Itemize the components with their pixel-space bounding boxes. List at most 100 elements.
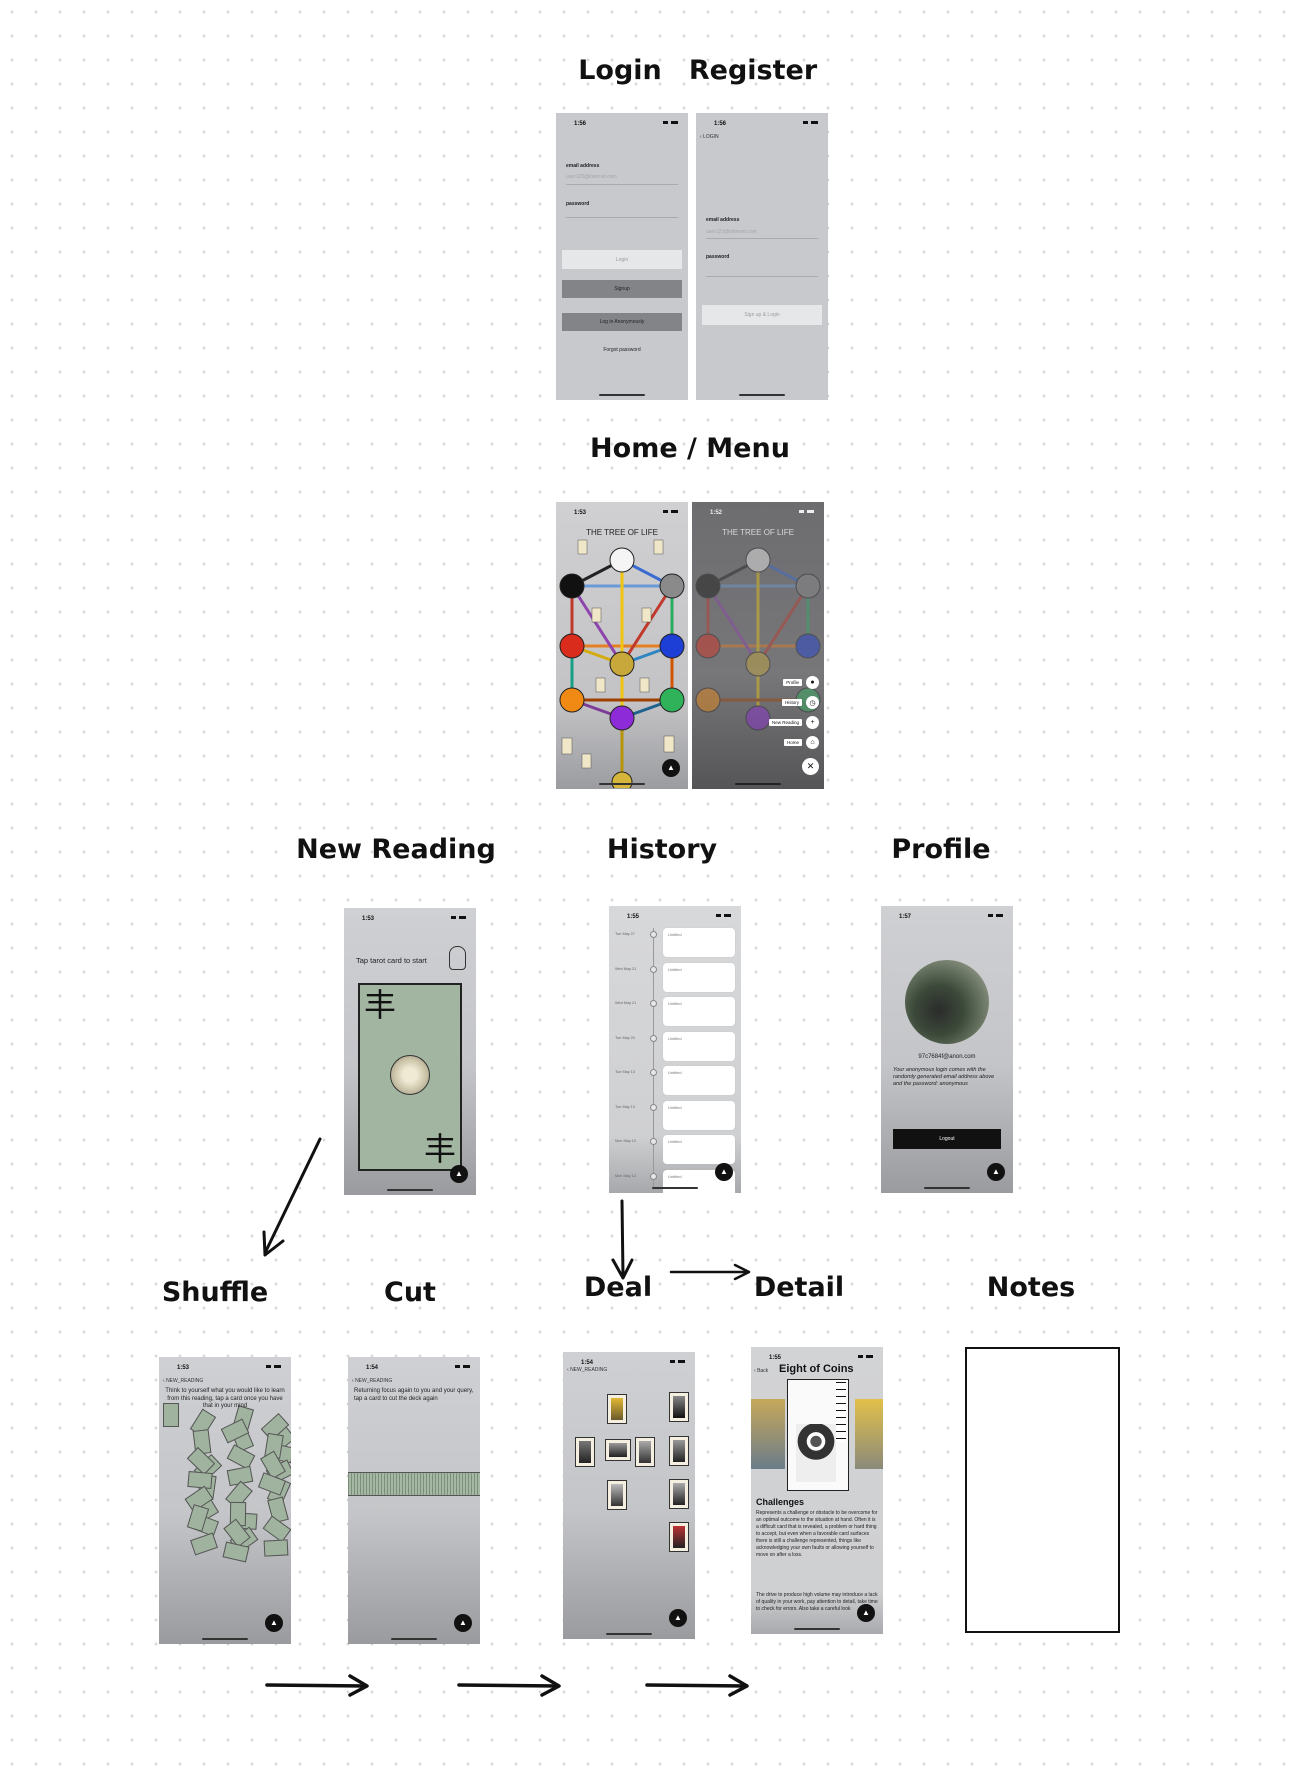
card-side-right	[855, 1399, 883, 1469]
status-time: 1:55	[627, 914, 640, 920]
scattered-card[interactable]	[187, 1470, 213, 1490]
menu-item-new-reading[interactable]: New Reading +	[768, 716, 819, 729]
timeline-dot	[650, 931, 657, 938]
history-card[interactable]: Untitled	[663, 928, 735, 957]
history-card[interactable]: Untitled	[663, 1135, 735, 1164]
history-card[interactable]: Untitled	[663, 1066, 735, 1095]
back-button[interactable]: ‹ NEW_READING	[352, 1378, 393, 1384]
dealt-card[interactable]	[605, 1439, 631, 1461]
dealt-card[interactable]	[669, 1436, 689, 1466]
menu-fab[interactable]: ▲	[454, 1614, 472, 1632]
scattered-card[interactable]	[190, 1532, 218, 1556]
history-title: Untitled	[668, 966, 682, 972]
signup-login-button[interactable]: Sign up & Login	[702, 305, 822, 325]
tap-card-prompt: Tap tarot card to start	[356, 956, 427, 965]
back-label: NEW_READING	[570, 1367, 608, 1373]
dealt-card[interactable]	[635, 1437, 655, 1467]
new-reading-screen: 1:53 Tap tarot card to start 丰 丰 ▲	[344, 908, 476, 1195]
status-time: 1:56	[574, 121, 587, 127]
scattered-card[interactable]	[226, 1444, 256, 1470]
menu-item-home[interactable]: Home ⌂	[783, 736, 819, 749]
logout-button[interactable]: Logout	[893, 1129, 1001, 1149]
back-button[interactable]: ‹ NEW_READING	[163, 1378, 204, 1384]
menu-item-profile[interactable]: Profile ●	[783, 676, 819, 689]
back-button[interactable]: ‹ NEW_READING	[567, 1367, 608, 1373]
timeline-dot	[650, 1103, 657, 1111]
anonymous-note: Your anonymous login comes with the rand…	[893, 1067, 995, 1088]
menu-fab[interactable]: ▲	[669, 1609, 687, 1627]
email-field[interactable]: user123@internet.com	[706, 229, 757, 235]
avatar[interactable]	[905, 960, 989, 1044]
history-date: Mon May 12	[615, 1173, 636, 1178]
label-deal: Deal	[583, 1272, 653, 1303]
signup-button[interactable]: Signup	[562, 280, 682, 298]
dealt-card[interactable]	[669, 1392, 689, 1422]
scattered-card[interactable]	[263, 1539, 289, 1557]
status-time: 1:55	[769, 1355, 782, 1361]
card-image[interactable]	[787, 1379, 849, 1491]
detail-screen: 1:55 ‹ Back Eight of Coins Challenges Re…	[751, 1347, 883, 1634]
dealt-card[interactable]	[607, 1480, 627, 1510]
tarot-card[interactable]: 丰 丰	[358, 983, 462, 1171]
deck-spread[interactable]	[348, 1472, 480, 1496]
plus-icon: +	[806, 716, 819, 729]
history-date: Tue May 13	[615, 1104, 635, 1109]
timeline-dot	[650, 965, 657, 973]
card-glyph: 丰	[423, 1131, 456, 1167]
home-indicator	[606, 1633, 652, 1635]
timeline-dot	[650, 1172, 657, 1180]
history-card[interactable]: Untitled	[663, 997, 735, 1026]
status-time: 1:53	[574, 510, 587, 516]
status-icons	[988, 914, 1003, 917]
back-label: LOGIN	[703, 134, 719, 140]
password-field[interactable]	[706, 276, 818, 277]
history-row[interactable]: Tue May 27 Untitled	[609, 928, 741, 958]
label-shuffle: Shuffle	[161, 1277, 269, 1308]
status-icons	[716, 914, 731, 917]
history-card[interactable]: Untitled	[663, 1100, 735, 1130]
menu-item-history[interactable]: History ◷	[781, 696, 819, 709]
home-indicator	[739, 394, 785, 396]
home-indicator	[599, 394, 645, 396]
cut-instruction: Returning focus again to you and your qu…	[354, 1388, 474, 1402]
dealt-card[interactable]	[669, 1522, 689, 1552]
menu-fab[interactable]: ▲	[987, 1163, 1005, 1181]
menu-fab[interactable]: ▲	[265, 1614, 283, 1632]
menu-fab[interactable]: ▲	[715, 1163, 733, 1181]
back-label: NEW_READING	[166, 1378, 204, 1384]
back-login-button[interactable]: ‹ LOGIN	[700, 134, 719, 140]
arrow-history-to-deal	[611, 1199, 634, 1280]
history-card[interactable]: Untitled	[663, 962, 735, 992]
history-card[interactable]: Untitled	[663, 1031, 735, 1061]
history-row[interactable]: Tue May 13 Untitled	[609, 1100, 741, 1131]
dealt-card[interactable]	[575, 1437, 595, 1467]
status-time: 1:56	[714, 121, 727, 127]
history-date: Tue May 27	[615, 932, 635, 936]
menu-fab[interactable]: ▲	[662, 759, 680, 777]
status-icons	[663, 510, 678, 513]
email-field[interactable]: user123@internet.com	[566, 174, 617, 180]
history-title: Untitled	[668, 1104, 682, 1110]
tree-of-life-diagram[interactable]	[556, 538, 688, 788]
menu-fab[interactable]: ▲	[450, 1165, 468, 1183]
dealt-card[interactable]	[607, 1394, 627, 1424]
login-button[interactable]: Login	[562, 250, 682, 269]
menu-fab[interactable]: ▲	[857, 1604, 875, 1622]
label-home-menu: Home / Menu	[590, 433, 790, 464]
back-button[interactable]: ‹ Back	[754, 1368, 769, 1374]
history-title: Untitled	[668, 1001, 682, 1006]
password-label: password	[566, 201, 590, 207]
dealt-card[interactable]	[669, 1479, 689, 1509]
home-icon: ⌂	[806, 736, 819, 749]
scattered-deck[interactable]	[159, 1403, 291, 1567]
close-menu-fab[interactable]: ✕	[802, 758, 819, 775]
forgot-password-link[interactable]: Forgot password	[603, 347, 641, 353]
password-field[interactable]	[566, 217, 678, 218]
status-icons	[266, 1365, 281, 1368]
anonymous-login-button[interactable]: Log in Anonymously	[562, 313, 682, 331]
